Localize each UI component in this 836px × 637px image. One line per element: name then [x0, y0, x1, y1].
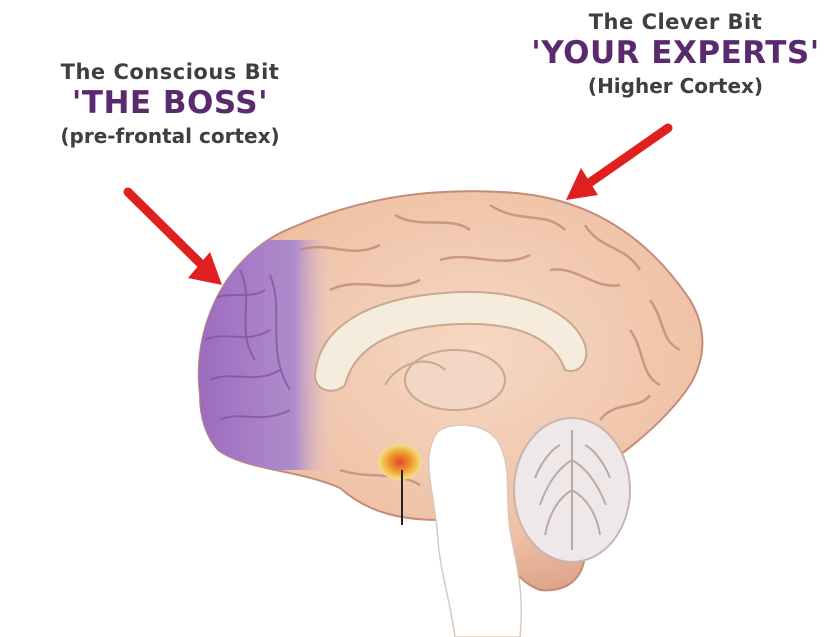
boss-label-region: (pre-frontal cortex) [0, 125, 340, 148]
experts-label: The Clever Bit 'YOUR EXPERTS' (Higher Co… [515, 10, 836, 98]
boss-label-title: The Conscious Bit [0, 60, 340, 84]
arrow-icon [128, 192, 222, 285]
arrow-icon [566, 128, 668, 200]
experts-label-name: 'YOUR EXPERTS' [515, 36, 836, 72]
thalamus [405, 350, 505, 410]
boss-label-name: 'THE BOSS' [0, 86, 340, 122]
experts-label-title: The Clever Bit [515, 10, 836, 34]
experts-label-region: (Higher Cortex) [515, 75, 836, 98]
amygdala-highlight [378, 444, 422, 480]
boss-label: The Conscious Bit 'THE BOSS' (pre-fronta… [0, 60, 340, 148]
cerebellum [514, 418, 630, 562]
